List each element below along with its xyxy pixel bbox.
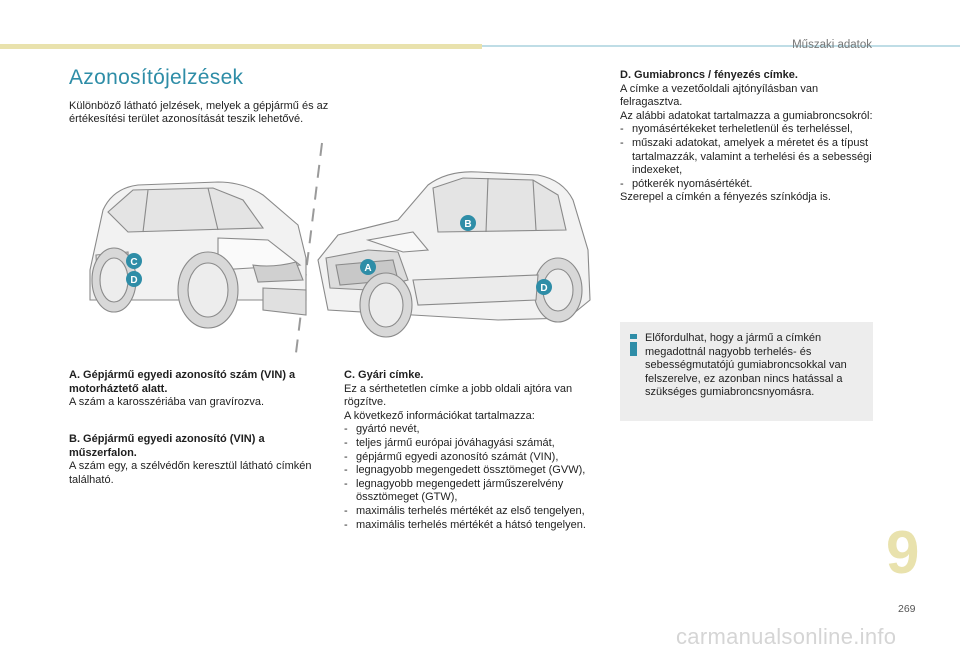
section-a-title: A. Gépjármű egyedi azonosító szám (VIN) …	[69, 369, 296, 395]
marker-c: C	[126, 253, 142, 269]
section-a-body: A szám a karosszériába van gravírozva.	[69, 396, 265, 409]
list-item: műszaki adatokat, amelyek a méretet és a…	[620, 137, 875, 178]
section-c-title: C. Gyári címke.	[344, 369, 424, 381]
marker-b: B	[460, 215, 476, 231]
section-b-body: A szám egy, a szélvédőn keresztül láthat…	[69, 460, 312, 486]
divider-line	[294, 142, 323, 362]
list-item: legnagyobb megengedett járműszerelvény ö…	[344, 478, 604, 505]
list-item: maximális terhelés mértékét a hátsó teng…	[344, 519, 604, 533]
marker-a: A	[360, 259, 376, 275]
section-d-list: nyomásértékeket terheletlenül és terhelé…	[620, 123, 875, 191]
header-gold-bar	[0, 44, 482, 49]
header-blue-line	[482, 45, 960, 47]
marker-a-label: A	[364, 263, 371, 274]
section-d-body1: A címke a vezetőoldali ajtónyílásban van…	[620, 82, 819, 109]
front-car	[317, 171, 591, 338]
marker-b-label: B	[464, 219, 471, 230]
intro-text: Különböző látható jelzések, melyek a gép…	[69, 100, 329, 125]
marker-d-right-label: D	[540, 283, 547, 294]
section-c-body2: A következő információkat tartalmazza:	[344, 409, 535, 422]
section-d-body2: Az alábbi adatokat tartalmazza a gumiabr…	[620, 109, 873, 122]
list-item: legnagyobb megengedett össztömeget (GVW)…	[344, 464, 604, 478]
section-a: A. Gépjármű egyedi azonosító szám (VIN) …	[69, 369, 324, 410]
section-d-title: D. Gumiabroncs / fényezés címke.	[620, 69, 798, 81]
page-title: Azonosítójelzések	[69, 66, 244, 89]
marker-d-left-label: D	[130, 275, 137, 286]
list-item: maximális terhelés mértékét az első teng…	[344, 505, 604, 519]
rear-car	[89, 181, 307, 329]
info-icon	[630, 334, 637, 356]
section-d-footer: Szerepel a címkén a fényezés színkódja i…	[620, 191, 831, 204]
watermark: carmanualsonline.info	[676, 624, 897, 649]
list-item: teljes jármű európai jóváhagyási számát,	[344, 437, 604, 451]
section-c-body1: Ez a sérthetetlen címke a jobb oldali aj…	[344, 382, 573, 409]
chapter-number: 9	[886, 519, 920, 586]
marker-d-left: D	[126, 271, 142, 287]
list-item: nyomásértékeket terheletlenül és terhelé…	[620, 123, 875, 137]
marker-d-right: D	[536, 279, 552, 295]
section-b-title: B. Gépjármű egyedi azonosító (VIN) a műs…	[69, 433, 265, 459]
section-b: B. Gépjármű egyedi azonosító (VIN) a műs…	[69, 433, 319, 487]
list-item: gyártó nevét,	[344, 423, 604, 437]
section-title: Műszaki adatok	[792, 39, 872, 51]
info-text: Előfordulhat, hogy a jármű a címkén mega…	[645, 332, 847, 399]
list-item: gépjármű egyedi azonosító számát (VIN),	[344, 451, 604, 465]
section-c: C. Gyári címke. Ez a sérthetetlen címke …	[344, 369, 604, 532]
car-illustration: A B C D D	[89, 142, 591, 362]
section-d: D. Gumiabroncs / fényezés címke. A címke…	[620, 69, 875, 205]
list-item: pótkerék nyomásértékét.	[620, 178, 875, 192]
section-c-list: gyártó nevét, teljes jármű európai jóváh…	[344, 423, 604, 532]
marker-c-label: C	[130, 257, 137, 268]
info-box	[620, 322, 873, 421]
page-number: 269	[898, 603, 916, 615]
